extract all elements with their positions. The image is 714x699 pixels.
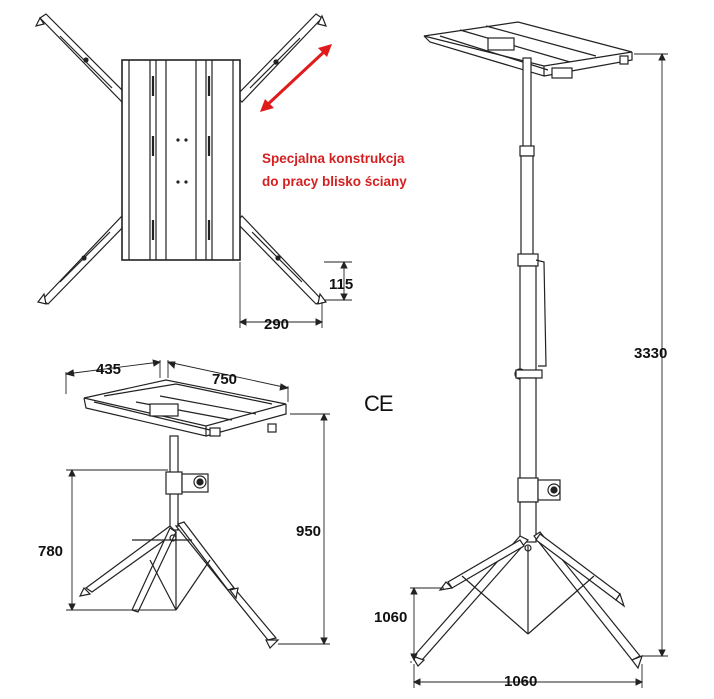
wall-work-note-line2: do pracy blisko ściany [262,174,407,189]
top-view-dims [238,260,352,328]
collapsed-head-dims [64,359,290,402]
collapsed-height-dims [66,412,330,646]
wall-work-note: Specjalna konstrukcja do pracy blisko śc… [262,147,407,193]
footprint-width-dims [412,664,644,688]
top-view [34,13,352,328]
dim-head-depth: 435 [96,361,121,378]
dim-footprint-width: 1060 [504,673,537,690]
dim-min-total-height: 950 [296,523,321,540]
collapsed-head [83,379,287,437]
extended-tripod [410,21,668,688]
extended-head [423,21,633,79]
dim-max-total-height: 3330 [634,345,667,362]
dim-head-width: 750 [212,371,237,388]
extended-height-dims [634,52,668,658]
wall-distance-arrow [260,44,332,112]
top-view-head [121,59,241,261]
wall-work-note-line1: Specjalna konstrukcja [262,151,405,166]
dim-top-view-height: 115 [329,276,353,293]
ce-mark: CE [364,391,394,416]
dim-top-view-offset: 290 [264,316,289,333]
dim-min-leg-height: 780 [38,543,63,560]
dim-footprint-depth: 1060 [374,609,407,626]
footprint-depth-dims [410,586,444,663]
collapsed-tripod [64,359,330,650]
